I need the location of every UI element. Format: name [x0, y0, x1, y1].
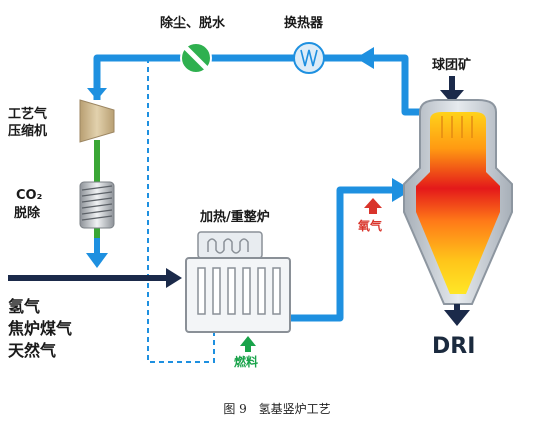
flow-arrow-down-2	[86, 253, 108, 268]
reducing-gas-arrowhead	[392, 178, 412, 202]
caption-number: 图 9	[223, 402, 247, 416]
co2-label-bottom: 脱除	[14, 206, 41, 221]
fuel-arrow-icon	[240, 336, 256, 352]
oxygen-label: 氧气	[358, 219, 383, 233]
co2-scrubber-icon	[79, 181, 115, 229]
dri-label: DRI	[432, 334, 476, 359]
fuel-label: 燃料	[234, 355, 259, 369]
caption-title: 氢基竖炉工艺	[258, 402, 331, 416]
shaft-furnace-icon	[403, 99, 513, 305]
feed-gas-label-natural-gas: 天然气	[8, 341, 57, 360]
reducing-gas-pipe	[290, 186, 392, 322]
compressor-label: 工艺气 压缩机	[8, 107, 48, 139]
flow-arrow-down	[87, 88, 107, 100]
pellet-ore-label: 球团矿	[432, 58, 472, 73]
pellet-ore-arrow	[440, 90, 464, 104]
valve-icon	[180, 42, 212, 74]
heat-exchanger-icon	[293, 42, 325, 74]
co2-label-top: CO₂	[16, 188, 43, 203]
figure-caption: 图 9 氢基竖炉工艺	[0, 400, 554, 417]
dri-output-arrow	[444, 310, 470, 326]
heat-exchanger-label: 换热器	[284, 16, 324, 31]
feed-gas-label-coke-oven-gas: 焦炉煤气	[8, 319, 73, 338]
dust-removal-label: 除尘、脱水	[160, 16, 226, 31]
reformer-label: 加热/重整炉	[200, 210, 270, 225]
bypass-line	[147, 58, 215, 363]
flow-arrow-left	[356, 47, 374, 69]
feed-gas-label-hydrogen: 氢气	[8, 297, 41, 316]
reformer-icon	[185, 231, 291, 333]
oxygen-arrow-icon	[364, 198, 382, 214]
feed-gas-arrowhead	[166, 268, 182, 288]
compressor-icon	[79, 99, 115, 143]
